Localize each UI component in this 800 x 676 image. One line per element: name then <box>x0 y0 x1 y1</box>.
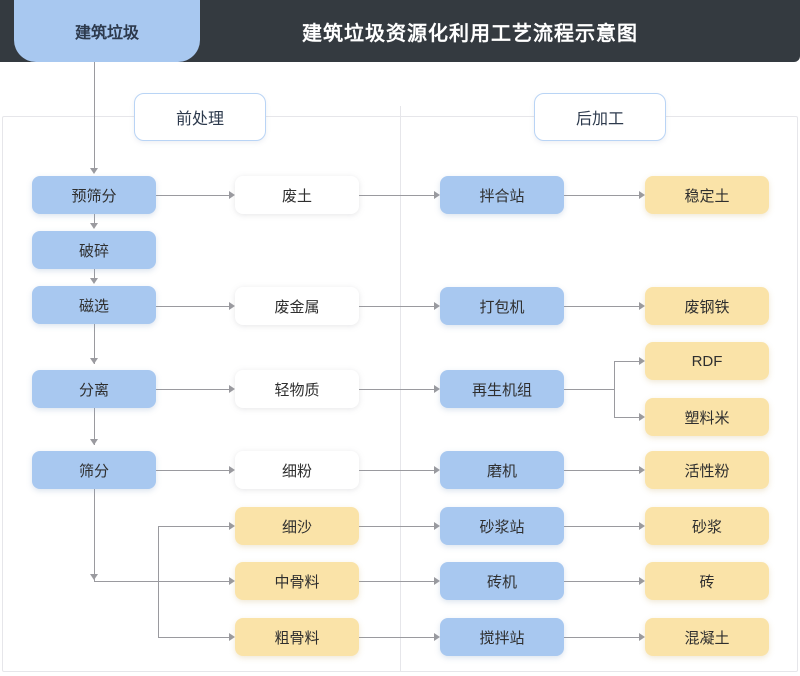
node-medium-aggregate[interactable]: 中骨料 <box>235 562 359 600</box>
node-separation[interactable]: 分离 <box>32 370 156 408</box>
edge-presc-crush <box>94 214 95 224</box>
edge-sep-screen <box>94 400 95 445</box>
node-fine-powder[interactable]: 细粉 <box>235 451 359 489</box>
node-waste-soil[interactable]: 废土 <box>235 176 359 214</box>
arrowhead-screen-fine <box>229 466 235 474</box>
edge-coarse-concst <box>359 637 438 638</box>
arrowhead-midagg-brickm <box>434 577 440 585</box>
node-regeneration-unit[interactable]: 再生机组 <box>440 370 564 408</box>
node-brick[interactable]: 砖 <box>645 562 769 600</box>
node-pre-screening[interactable]: 预筛分 <box>32 176 156 214</box>
arrowhead-coarse-concst <box>434 633 440 641</box>
edge-mag-sep <box>94 324 95 364</box>
edge-mag-metal <box>156 306 233 307</box>
arrowhead-light-regen <box>434 385 440 393</box>
arrowhead-mill-actpow <box>639 466 645 474</box>
arrowhead-bus-midagg <box>229 577 235 585</box>
edge-sep-light <box>156 389 233 390</box>
arrowhead-mag-sep <box>90 358 98 364</box>
node-baler[interactable]: 打包机 <box>440 287 564 325</box>
arrowhead-concst-concrete <box>639 633 645 641</box>
node-mortar-station[interactable]: 砂浆站 <box>440 507 564 545</box>
node-crushing[interactable]: 破碎 <box>32 231 156 269</box>
node-coarse-aggregate[interactable]: 粗骨料 <box>235 618 359 656</box>
arrowhead-mixst-stabsoil <box>639 191 645 199</box>
arrowhead-mag-metal <box>229 302 235 310</box>
node-concrete[interactable]: 混凝土 <box>645 618 769 656</box>
edge-screen-fine <box>156 470 233 471</box>
edge-sand-mortst <box>359 526 438 527</box>
edge-brickm-brick <box>564 581 643 582</box>
node-plastic-pellet[interactable]: 塑料米 <box>645 398 769 436</box>
arrowhead-regen-pellet <box>639 413 645 421</box>
edge-mill-actpow <box>564 470 643 471</box>
node-waste-metal[interactable]: 废金属 <box>235 287 359 325</box>
edge-bus-to-midagg <box>94 581 233 582</box>
section-chip-post[interactable]: 后加工 <box>534 93 666 141</box>
arrowhead-source-presc <box>90 168 98 174</box>
edge-soil-mixst <box>359 195 438 196</box>
arrowhead-screen-bus <box>90 574 98 580</box>
page-title: 建筑垃圾资源化利用工艺流程示意图 <box>302 22 638 45</box>
edge-regen-pellet <box>614 417 643 418</box>
edge-regen-rdf <box>614 361 643 362</box>
arrowhead-mortst-mortar <box>639 522 645 530</box>
edge-branch-to-sand <box>158 526 233 527</box>
node-mortar[interactable]: 砂浆 <box>645 507 769 545</box>
edge-branch-to-coarse <box>158 637 233 638</box>
edge-regen-bracket <box>614 361 615 417</box>
node-brick-machine[interactable]: 砖机 <box>440 562 564 600</box>
node-scrap-steel[interactable]: 废钢铁 <box>645 287 769 325</box>
arrowhead-sand-mortst <box>434 522 440 530</box>
arrowhead-presc-soil <box>229 191 235 199</box>
edge-midagg-brickm <box>359 581 438 582</box>
source-tab[interactable]: 建筑垃圾 <box>14 0 200 62</box>
arrowhead-presc-crush <box>90 223 98 229</box>
section-chip-pre[interactable]: 前处理 <box>134 93 266 141</box>
node-rdf[interactable]: RDF <box>645 342 769 380</box>
edge-presc-soil <box>156 195 233 196</box>
arrowhead-metal-baler <box>434 302 440 310</box>
edge-mortst-mortar <box>564 526 643 527</box>
edge-regen-stem <box>564 389 614 390</box>
edge-agg-branch-vertical <box>158 526 159 637</box>
node-grinding-mill[interactable]: 磨机 <box>440 451 564 489</box>
node-concrete-station[interactable]: 搅拌站 <box>440 618 564 656</box>
node-mixing-station[interactable]: 拌合站 <box>440 176 564 214</box>
arrowhead-brickm-brick <box>639 577 645 585</box>
edge-light-regen <box>359 389 438 390</box>
arrowhead-baler-scrap <box>639 302 645 310</box>
arrowhead-crush-mag <box>90 278 98 284</box>
node-screening[interactable]: 筛分 <box>32 451 156 489</box>
node-active-powder[interactable]: 活性粉 <box>645 451 769 489</box>
node-light-material[interactable]: 轻物质 <box>235 370 359 408</box>
node-fine-sand[interactable]: 细沙 <box>235 507 359 545</box>
edge-screen-bus-vertical <box>94 489 95 581</box>
edge-baler-scrap <box>564 306 643 307</box>
arrowhead-sep-screen <box>90 439 98 445</box>
arrowhead-branch-coarse <box>229 633 235 641</box>
edge-source-presc <box>94 62 95 170</box>
node-stabilized-soil[interactable]: 稳定土 <box>645 176 769 214</box>
edge-concst-concrete <box>564 637 643 638</box>
arrowhead-sep-light <box>229 385 235 393</box>
edge-mixst-stabsoil <box>564 195 643 196</box>
arrowhead-soil-mixst <box>434 191 440 199</box>
arrowhead-regen-rdf <box>639 357 645 365</box>
node-magnetic-separation[interactable]: 磁选 <box>32 286 156 324</box>
edge-fine-mill <box>359 470 438 471</box>
edge-metal-baler <box>359 306 438 307</box>
arrowhead-fine-mill <box>434 466 440 474</box>
edge-crush-mag <box>94 269 95 279</box>
arrowhead-branch-sand <box>229 522 235 530</box>
